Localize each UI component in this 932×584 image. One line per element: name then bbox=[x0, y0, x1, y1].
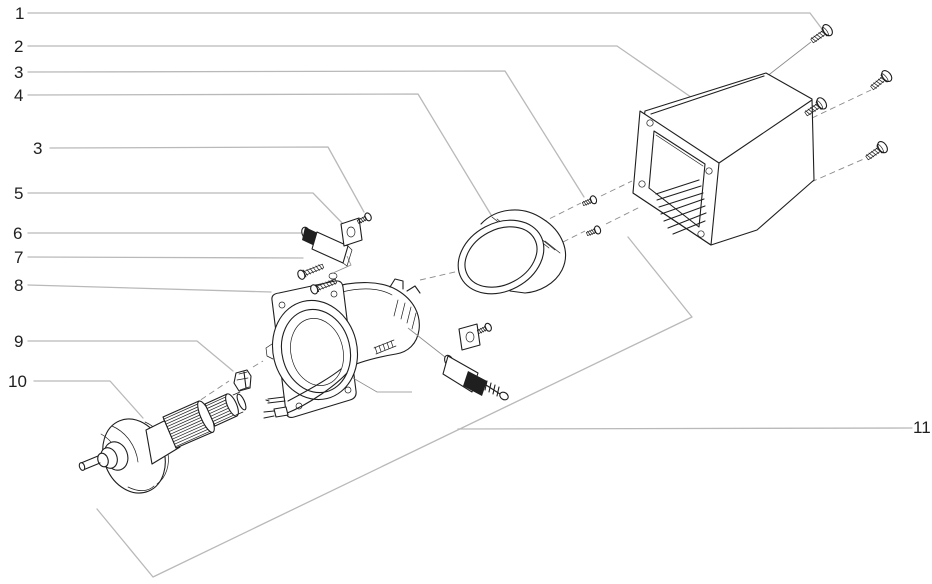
callout-1-label: 1 bbox=[15, 4, 24, 23]
leader-line-9 bbox=[27, 340, 234, 372]
callout-6-label: 6 bbox=[13, 224, 22, 243]
brush-plate-drawing bbox=[340, 217, 363, 247]
baffle-screw-drawing bbox=[295, 261, 326, 281]
housing-screw-drawing bbox=[867, 68, 895, 94]
assembly-bracket-line bbox=[96, 236, 693, 578]
leader-line-8 bbox=[27, 284, 272, 293]
leader-line-11 bbox=[457, 427, 913, 430]
armature-drawing bbox=[78, 391, 247, 494]
brush-assembly-lower-drawing bbox=[352, 321, 509, 401]
callout-11-label: 11 bbox=[913, 418, 931, 437]
callout-9-label: 9 bbox=[14, 332, 23, 351]
motor-wires-drawing bbox=[263, 368, 348, 419]
leader-line-10 bbox=[33, 380, 144, 419]
housing-screw-drawing bbox=[862, 139, 890, 164]
leader-line-3 bbox=[27, 70, 585, 198]
callout-3b-label: 3 bbox=[33, 139, 42, 158]
stator-screw-drawing bbox=[584, 224, 603, 239]
leader-line-1 bbox=[27, 12, 823, 30]
front-housing-drawing bbox=[263, 272, 421, 419]
stator-drawing bbox=[457, 209, 566, 295]
callout-4-label: 4 bbox=[14, 86, 23, 105]
retainer-clip-drawing bbox=[233, 369, 252, 392]
housing-screw-drawing bbox=[807, 22, 835, 47]
motor-housing-drawing bbox=[632, 72, 815, 246]
callout-5-label: 5 bbox=[14, 184, 23, 203]
leader-line-7 bbox=[27, 256, 304, 259]
leader-line-5 bbox=[27, 192, 347, 228]
callout-3-label: 3 bbox=[14, 63, 23, 82]
callout-2-label: 2 bbox=[14, 37, 23, 56]
brush-plate-screw-drawing bbox=[475, 321, 494, 337]
leader-line-3b bbox=[49, 146, 365, 213]
callout-10-label: 10 bbox=[8, 372, 27, 391]
callout-7-label: 7 bbox=[14, 248, 23, 267]
leader-line-2 bbox=[27, 45, 702, 105]
brush-plate-drawing bbox=[458, 323, 481, 351]
housing-screws-drawing bbox=[801, 22, 895, 164]
leader-line-4 bbox=[27, 93, 500, 229]
brush-assembly-upper-drawing bbox=[301, 211, 374, 274]
callout-8-label: 8 bbox=[14, 276, 23, 295]
